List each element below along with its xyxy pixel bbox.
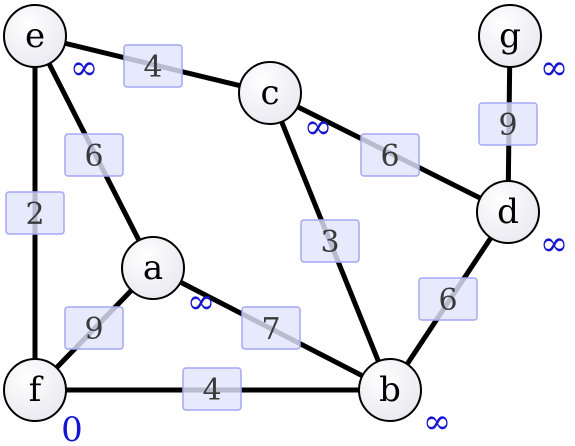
- weight-label: 4: [143, 50, 162, 85]
- node-label: d: [497, 192, 519, 232]
- node-circle: [3, 358, 67, 422]
- node-circle: [476, 180, 540, 244]
- edge-weight-e-a: 6: [64, 133, 124, 177]
- edge-weight-c-b: 3: [300, 219, 360, 263]
- node-f: f: [3, 358, 67, 422]
- weight-label: 9: [84, 312, 103, 347]
- edge-weight-g-d: 9: [478, 102, 538, 146]
- weight-box: [300, 219, 360, 263]
- node-d: d: [476, 180, 540, 244]
- weight-box: [360, 133, 420, 177]
- node-distance-f: 0: [61, 410, 83, 446]
- node-label: f: [29, 370, 44, 410]
- edge-weight-e-c: 4: [123, 44, 183, 88]
- weight-label: 4: [202, 373, 221, 408]
- weight-box: [64, 133, 124, 177]
- weight-box: [478, 102, 538, 146]
- node-circle: [358, 358, 422, 422]
- node-e: e: [3, 4, 67, 68]
- node-distance-c: ∞: [304, 107, 332, 147]
- distances-layer: ∞ ∞ ∞ ∞ ∞ 0 ∞: [61, 48, 568, 446]
- node-circle: [478, 4, 542, 68]
- node-circle: [3, 4, 67, 68]
- node-circle: [121, 236, 185, 300]
- weight-box: [123, 44, 183, 88]
- node-label: b: [379, 370, 401, 410]
- weight-label: 6: [438, 283, 457, 318]
- weight-box: [64, 306, 124, 350]
- weight-label: 6: [380, 139, 399, 174]
- node-label: c: [260, 73, 279, 113]
- edge-weight-d-b: 6: [418, 277, 478, 321]
- weight-label: 7: [261, 312, 280, 347]
- node-distance-e: ∞: [70, 48, 98, 88]
- edge-weight-a-f: 9: [64, 306, 124, 350]
- weight-box: [5, 191, 65, 235]
- node-label: g: [499, 16, 521, 56]
- node-distance-d: ∞: [540, 224, 568, 264]
- node-circle: [238, 61, 302, 125]
- node-distance-g: ∞: [540, 48, 568, 88]
- node-b: b: [358, 358, 422, 422]
- weight-label: 6: [84, 139, 103, 174]
- weight-label: 9: [498, 108, 517, 143]
- node-distance-b: ∞: [423, 402, 451, 442]
- node-g: g: [478, 4, 542, 68]
- weight-label: 2: [25, 197, 44, 232]
- edge-weight-e-f: 2: [5, 191, 65, 235]
- weight-box: [182, 367, 242, 411]
- weight-box: [418, 277, 478, 321]
- edge-weight-c-d: 6: [360, 133, 420, 177]
- nodes-layer: e c g d a f b: [3, 4, 542, 422]
- weight-box: [241, 306, 301, 350]
- node-a: a: [121, 236, 185, 300]
- node-label: a: [143, 248, 163, 288]
- edge-weight-a-b: 7: [241, 306, 301, 350]
- weight-label: 3: [320, 225, 339, 260]
- edge-weight-f-b: 4: [182, 367, 242, 411]
- node-distance-a: ∞: [187, 282, 215, 322]
- weights-layer: 4 6 2 6 3 9 6 9 7 4: [5, 44, 538, 411]
- node-label: e: [25, 16, 45, 56]
- node-c: c: [238, 61, 302, 125]
